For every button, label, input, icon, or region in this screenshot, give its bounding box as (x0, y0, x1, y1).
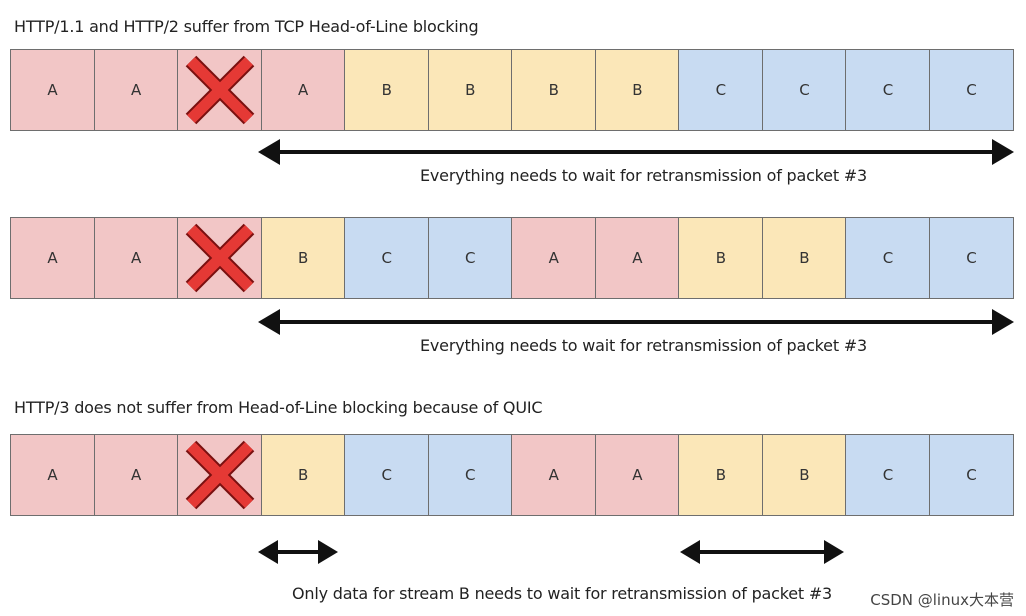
packet-cell-c: C (427, 217, 513, 299)
packet-label: C (465, 249, 476, 267)
packet-label: B (799, 466, 810, 484)
short-double-arrow-icon (680, 540, 844, 564)
packet-cell-a: A (511, 434, 597, 516)
packet-label: C (882, 466, 894, 484)
packet-cell-c: C (929, 49, 1015, 131)
packet-cell-a: A (594, 434, 680, 516)
packet-cell-a: A (260, 49, 346, 131)
packet-label: A (47, 249, 58, 267)
packet-cell-b: B (511, 49, 597, 131)
caption-row-3: Only data for stream B needs to wait for… (292, 584, 833, 603)
packet-label: A (632, 249, 643, 267)
short-double-arrow-icon (258, 540, 338, 564)
heading-tcp-hol: HTTP/1.1 and HTTP/2 suffer from TCP Head… (14, 17, 479, 36)
packet-cell-b: B (594, 49, 680, 131)
packet-cell-b: B (678, 434, 764, 516)
packet-label: A (632, 466, 643, 484)
packet-cell-c: C (929, 217, 1015, 299)
packet-cell-b: B (344, 49, 430, 131)
packet-cell-a: A (10, 49, 96, 131)
heading-quic: HTTP/3 does not suffer from Head-of-Line… (14, 398, 543, 417)
double-arrow-icon (258, 309, 1014, 335)
packet-cell-a: A (93, 217, 179, 299)
packet-cell-c: C (344, 434, 430, 516)
packet-label: C (966, 249, 977, 267)
packet-label: C (715, 81, 727, 99)
packet-cell-c: C (845, 217, 931, 299)
packet-cell-c: C (845, 434, 931, 516)
lost-packet-x-icon (185, 55, 254, 125)
packet-cell-a: A (93, 49, 179, 131)
lost-packet-cell (177, 49, 263, 131)
packet-cell-b: B (761, 217, 847, 299)
packet-cell-b: B (678, 217, 764, 299)
packet-label: B (715, 466, 727, 484)
caption-row-1: Everything needs to wait for retransmiss… (420, 166, 867, 185)
packet-label: A (548, 249, 559, 267)
packet-label: C (882, 81, 894, 99)
packet-cell-c: C (344, 217, 430, 299)
packet-label: B (632, 81, 643, 99)
packet-label: B (715, 249, 727, 267)
packet-label: A (298, 81, 309, 99)
packet-label: A (130, 466, 142, 484)
caption-row-2: Everything needs to wait for retransmiss… (420, 336, 867, 355)
packet-label: B (799, 249, 810, 267)
packet-label: B (465, 81, 476, 99)
packet-cell-a: A (511, 217, 597, 299)
packet-cell-b: B (427, 49, 513, 131)
packet-label: C (966, 466, 977, 484)
packet-cell-a: A (594, 217, 680, 299)
packet-cell-b: B (761, 434, 847, 516)
packet-label: B (381, 81, 392, 99)
packet-label: C (465, 466, 476, 484)
packet-cell-a: A (10, 434, 96, 516)
packet-cell-b: B (260, 217, 346, 299)
packet-label: A (548, 466, 559, 484)
packet-cell-a: A (10, 217, 96, 299)
packet-label: B (298, 249, 309, 267)
lost-packet-x-icon (185, 223, 254, 293)
packet-label: B (548, 81, 559, 99)
packet-cell-b: B (260, 434, 346, 516)
packet-label: C (799, 81, 810, 99)
packet-label: A (130, 81, 142, 99)
packet-label: C (381, 466, 392, 484)
packet-cell-c: C (929, 434, 1015, 516)
packet-label: C (381, 249, 392, 267)
lost-packet-x-icon (185, 440, 254, 510)
packet-cell-c: C (427, 434, 513, 516)
packet-label: A (47, 81, 58, 99)
packet-cell-c: C (678, 49, 764, 131)
packet-label: B (298, 466, 309, 484)
lost-packet-cell (177, 217, 263, 299)
packet-label: C (966, 81, 977, 99)
packet-cell-a: A (93, 434, 179, 516)
packet-label: C (882, 249, 894, 267)
packet-cell-c: C (761, 49, 847, 131)
csdn-watermark: CSDN @linux大本营 (870, 591, 1014, 609)
packet-label: A (47, 466, 58, 484)
lost-packet-cell (177, 434, 263, 516)
packet-cell-c: C (845, 49, 931, 131)
double-arrow-icon (258, 139, 1014, 165)
packet-label: A (130, 249, 142, 267)
